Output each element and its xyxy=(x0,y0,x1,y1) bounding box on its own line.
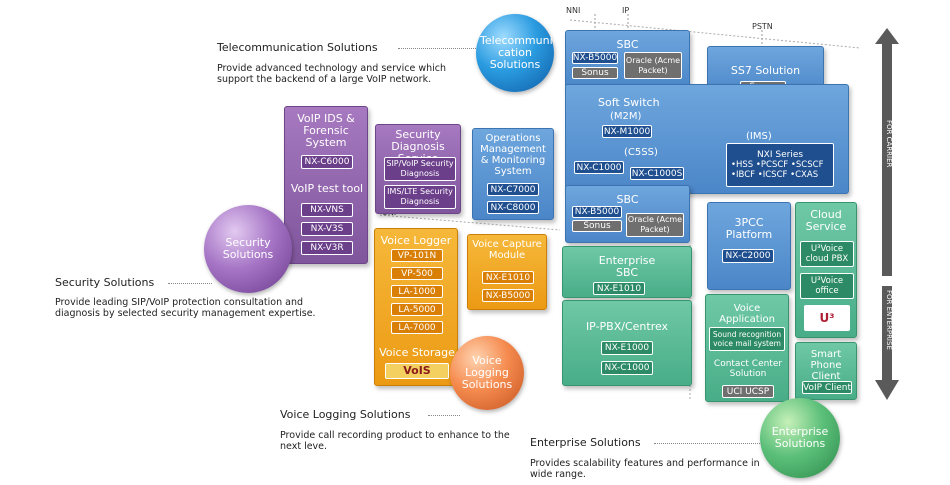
telecom-sphere: Telecommuni-cation Solutions xyxy=(476,14,557,92)
chip-nx-v3r: NX-V3R xyxy=(301,241,353,255)
enterprise-sbc-panel: Enterprise SBC NX-E1010 xyxy=(562,246,692,298)
operations-panel: Operations Management & Monitoring Syste… xyxy=(472,128,554,220)
chip-nx-e1010-capture: NX-E1010 xyxy=(482,271,534,284)
logging-sphere: Voice Logging Solutions xyxy=(450,336,524,410)
chip-vp-101n: VP-101N xyxy=(391,249,443,262)
sbc-top-sonus: Sonus xyxy=(572,67,618,79)
sbc-mid-nx-b5000: NX-B5000 xyxy=(572,206,622,218)
telecom-leader xyxy=(398,48,476,49)
ip-pbx-title: IP-PBX/Centrex xyxy=(585,320,669,333)
sbc-mid-sonus: Sonus xyxy=(572,220,622,232)
chip-nx-c1000s: NX-C1000S xyxy=(630,167,684,180)
security-sphere: Security Solutions xyxy=(204,205,292,293)
softswitch-m2m: (M2M) xyxy=(610,111,642,122)
chip-sip-voip-diagnosis: SIP/VoIP Security Diagnosis xyxy=(384,157,456,181)
voice-capture-panel: Voice Capture Module NX-E1010 NX-B5000 xyxy=(467,234,547,310)
contact-center-label: Contact Center Solution xyxy=(713,359,783,379)
chip-nx-c8000: NX-C8000 xyxy=(487,201,539,214)
voice-application-panel: Voice Application Sound recognition voic… xyxy=(705,294,789,402)
chip-u3voice-office: U³Voice office xyxy=(800,273,854,299)
chip-nx-v3s: NX-V3S xyxy=(301,222,353,236)
voip-ids-panel: VoIP IDS & Forensic System NX-C6000 VoIP… xyxy=(284,106,368,264)
sbc-top-title: SBC xyxy=(616,38,639,51)
chip-nx-e1000: NX-E1000 xyxy=(601,341,653,355)
telecom-solutions-desc: Provide advanced technology and service … xyxy=(217,63,447,85)
chip-voip-client: VoIP Client xyxy=(802,381,852,394)
smart-phone-panel: Smart Phone Client VoIP Client xyxy=(795,342,857,400)
chip-vp-500: VP-500 xyxy=(391,267,443,280)
security-sphere-label: Security Solutions xyxy=(222,236,274,261)
nni-label: NNI xyxy=(566,6,581,15)
enterprise-solutions-title: Enterprise Solutions xyxy=(530,436,641,449)
softswitch-ims: (IMS) xyxy=(746,131,772,142)
voice-app-title: Voice Application xyxy=(719,303,775,325)
security-diagnosis-panel: Security Diagnosis Service SIP/VoIP Secu… xyxy=(375,124,461,214)
sbc-mid-panel: SBC NX-B5000 Sonus Oracle (Acme Packet) xyxy=(565,185,690,243)
voice-storage-label: Voice Storage xyxy=(379,346,455,359)
chip-la-1000: LA-1000 xyxy=(391,285,443,298)
chip-la-5000: LA-5000 xyxy=(391,303,443,316)
nxi-series-box: NXI Series •HSS •PCSCF •SCSCF •IBCF •ICS… xyxy=(726,143,834,187)
pstn-label: PSTN xyxy=(752,22,773,31)
softswitch-title: Soft Switch xyxy=(598,96,660,109)
sbc-mid-title: SBC xyxy=(616,193,639,206)
voice-capture-title: Voice Capture Module xyxy=(472,239,542,261)
carrier-enterprise-arrow xyxy=(875,28,899,400)
security-leader xyxy=(168,283,212,284)
chip-nx-c1000-ss: NX-C1000 xyxy=(574,161,624,174)
softswitch-c5ss: (C5SS) xyxy=(624,147,658,158)
voip-test-tool-label: VoIP test tool xyxy=(290,182,364,195)
nxi-series-title: NXI Series xyxy=(756,150,804,160)
chip-nx-b5000-capture: NX-B5000 xyxy=(482,289,534,302)
enterprise-leader xyxy=(654,443,762,444)
cloud-service-panel: Cloud Service U³Voice cloud PBX U³Voice … xyxy=(795,202,857,338)
telecom-solutions-title: Telecommunication Solutions xyxy=(217,41,378,54)
chip-uci-ucsp: UCI UCSP xyxy=(722,385,774,398)
logging-solutions-desc: Provide call recording product to enhanc… xyxy=(280,430,510,452)
chip-nx-c2000: NX-C2000 xyxy=(722,249,774,263)
chip-nx-vns: NX-VNS xyxy=(301,203,353,217)
chip-sound-recognition: Sound recognition voice mail system xyxy=(709,327,785,351)
ss7-title: SS7 Solution xyxy=(730,64,801,77)
logging-leader xyxy=(428,415,460,416)
chip-nx-c6000: NX-C6000 xyxy=(301,155,353,169)
smart-phone-title: Smart Phone Client xyxy=(810,349,842,382)
chip-u3voice-cloud-pbx: U³Voice cloud PBX xyxy=(800,241,854,267)
chip-nx-c7000: NX-C7000 xyxy=(487,183,539,196)
chip-nx-e1010-sbc: NX-E1010 xyxy=(593,282,645,295)
chip-la-7000: LA-7000 xyxy=(391,321,443,334)
u3-logo: U³ xyxy=(804,305,850,331)
softswitch-panel: Soft Switch (M2M) NX-M1000 (C5SS) NX-C10… xyxy=(565,84,849,194)
enterprise-solutions-desc: Provides scalability features and perfor… xyxy=(530,458,760,480)
vois-logo: VoIS xyxy=(385,363,449,379)
enterprise-sphere-label: Enterprise Solutions xyxy=(771,425,829,450)
3pcc-panel: 3PCC Platform NX-C2000 xyxy=(707,202,791,290)
operations-title: Operations Management & Monitoring Syste… xyxy=(480,133,546,177)
sbc-mid-oracle: Oracle (Acme Packet) xyxy=(626,213,684,237)
enterprise-sbc-title: Enterprise SBC xyxy=(598,254,656,279)
for-carrier-label: FOR CARRIER xyxy=(885,120,893,168)
voice-logger-panel: Voice Logger VP-101N VP-500 LA-1000 LA-5… xyxy=(374,228,458,386)
logging-sphere-label: Voice Logging Solutions xyxy=(461,354,513,391)
ip-pbx-panel: IP-PBX/Centrex NX-E1000 NX-C1000 xyxy=(562,300,692,386)
voice-logger-title: Voice Logger xyxy=(380,234,452,247)
telecom-sphere-label: Telecommuni-cation Solutions xyxy=(480,34,557,71)
3pcc-title: 3PCC Platform xyxy=(725,216,773,241)
sbc-top-panel: SBC NX-B5000 Sonus Oracle (Acme Packet) xyxy=(565,30,690,88)
nxi-series-items: •HSS •PCSCF •SCSCF •IBCF •ICSCF •CXAS xyxy=(731,160,824,180)
security-solutions-title: Security Solutions xyxy=(55,276,155,289)
logging-solutions-title: Voice Logging Solutions xyxy=(280,408,411,421)
enterprise-sphere: Enterprise Solutions xyxy=(760,398,840,478)
cloud-service-title: Cloud Service xyxy=(805,208,847,233)
voip-ids-title: VoIP IDS & Forensic System xyxy=(297,112,355,149)
chip-nx-m1000: NX-M1000 xyxy=(602,125,652,138)
sbc-top-oracle: Oracle (Acme Packet) xyxy=(624,52,682,79)
security-solutions-desc: Provide leading SIP/VoIP protection cons… xyxy=(55,297,316,319)
chip-ims-lte-diagnosis: IMS/LTE Security Diagnosis xyxy=(384,185,456,209)
sbc-top-nx-b5000: NX-B5000 xyxy=(572,52,618,64)
for-enterprise-label: FOR ENTERPRISE xyxy=(885,290,893,350)
chip-nx-c1000-pbx: NX-C1000 xyxy=(601,361,653,375)
ip-label: IP xyxy=(622,6,630,15)
